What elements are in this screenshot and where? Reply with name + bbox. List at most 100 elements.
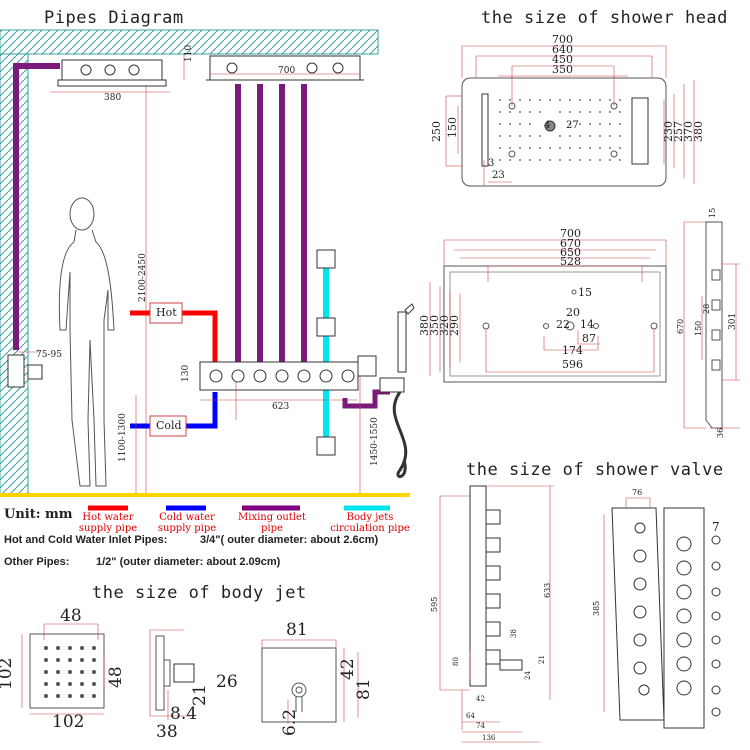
legend-cold: Cold water supply pipe <box>152 512 222 534</box>
dim-head-250: 250 <box>430 121 443 142</box>
cold-box <box>149 415 187 437</box>
dim-jet-26: 26 <box>216 672 238 692</box>
shower-valve-side <box>439 485 554 743</box>
valve-panel <box>199 361 359 391</box>
other-value: 1/2" (outer diameter: about 2.09cm) <box>96 556 281 568</box>
dim-head-700: 700 <box>552 33 573 46</box>
dim-valve-38: 38 <box>510 629 518 638</box>
legend-hot-l2: supply pipe <box>78 523 138 534</box>
cold-label: Cold <box>156 419 182 432</box>
unit-label: Unit: mm <box>4 507 73 522</box>
dim-jet-81-top: 81 <box>286 620 308 640</box>
hot-box <box>149 302 183 324</box>
dim-head-23: 23 <box>492 170 505 181</box>
dim-valve-633: 633 <box>543 582 552 598</box>
hot-label: Hot <box>156 306 177 319</box>
dim-valve-64: 64 <box>466 712 475 720</box>
legend-hot: Hot water supply pipe <box>76 512 140 534</box>
dim-head-150: 150 <box>446 117 459 138</box>
dim-front-596: 596 <box>562 358 583 371</box>
dim-jet-38: 38 <box>156 722 178 742</box>
dim-side-36: 36 <box>716 427 725 438</box>
legend-bodyjet-l1: Body jets <box>346 512 394 523</box>
dim-front-650: 650 <box>560 246 581 259</box>
dim-2100: 2100-2450 <box>138 253 148 302</box>
dim-front-700: 700 <box>560 227 581 240</box>
dim-front-290: 290 <box>448 315 461 336</box>
body-jet-back <box>261 639 359 724</box>
dim-front-14: 14 <box>580 318 594 331</box>
dim-head-4: 4 <box>544 120 551 131</box>
shower-head-top <box>445 45 695 187</box>
dim-jet-102-left: 102 <box>0 657 16 690</box>
dim-623: 623 <box>272 402 290 412</box>
dim-valve-385: 385 <box>592 600 601 616</box>
dim-head-3: 3 <box>488 158 495 169</box>
dim-700: 700 <box>278 66 296 76</box>
title-pipes-diagram: Pipes Diagram <box>44 8 184 28</box>
shower-head-front <box>429 239 667 383</box>
dim-front-20: 20 <box>566 306 580 319</box>
human-figure <box>58 197 115 487</box>
title-body-jet: the size of body jet <box>92 583 307 603</box>
legend-bodyjet-l2: circulation pipe <box>330 523 410 534</box>
dim-valve-21: 21 <box>538 655 546 664</box>
legend-cold-l1: Cold water <box>159 512 215 523</box>
dim-valve-76: 76 <box>632 488 643 497</box>
dim-jet-48-right: 48 <box>106 666 126 688</box>
pipes-diagram <box>0 29 415 495</box>
legend-hot-l1: Hot water <box>82 512 134 523</box>
dim-side-15: 15 <box>708 207 717 218</box>
dim-75: 75-95 <box>36 350 62 360</box>
dim-head-350: 350 <box>552 63 573 76</box>
dim-jet-48-top: 48 <box>60 606 82 626</box>
dim-jet-21: 21 <box>190 684 210 706</box>
dim-side-28: 28 <box>702 303 711 314</box>
dim-valve-74: 74 <box>476 722 485 730</box>
dim-front-174: 174 <box>562 344 583 357</box>
inlet-label: Hot and Cold Water Inlet Pipes: <box>4 534 168 546</box>
dim-side-301: 301 <box>728 312 738 330</box>
legend-mixing-l2: pipe <box>261 523 283 534</box>
title-shower-valve: the size of shower valve <box>466 460 724 480</box>
dim-130: 130 <box>181 364 191 382</box>
dim-jet-8-4: 8.4 <box>170 704 198 724</box>
mixing-pipe-left <box>13 63 60 350</box>
inlet-value: 3/4"( outer diameter: about 2.6cm) <box>200 534 379 546</box>
dim-1100: 1100-1300 <box>118 413 128 462</box>
dim-valve-136: 136 <box>482 734 496 742</box>
dim-jet-102-bottom: 102 <box>52 712 85 732</box>
dim-front-22: 22 <box>556 318 570 331</box>
dim-side-150: 150 <box>694 320 703 336</box>
dim-valve-595: 595 <box>430 596 439 612</box>
title-shower-head: the size of shower head <box>481 8 728 28</box>
dim-jet-6-2: 6.2 <box>280 708 300 736</box>
body-jet-side <box>149 629 195 720</box>
body-jet-front <box>21 623 105 715</box>
legend-bodyjet: Body jets circulation pipe <box>322 512 418 534</box>
shower-valve-front <box>603 497 721 729</box>
dim-valve-7: 7 <box>712 520 720 534</box>
dim-1450: 1450-1550 <box>370 417 380 466</box>
dim-380: 380 <box>104 93 122 103</box>
shower-head-side <box>683 221 740 429</box>
dim-side-670: 670 <box>676 318 685 334</box>
dim-jet-81-right: 81 <box>354 678 374 700</box>
legend-mixing-l1: Mixing outlet <box>238 512 306 523</box>
dim-head-380: 380 <box>692 121 705 142</box>
hand-shower <box>379 303 415 479</box>
legend-mixing: Mixing outlet pipe <box>232 512 312 534</box>
dim-front-528: 528 <box>560 255 581 268</box>
dim-head-450: 450 <box>552 53 573 66</box>
dim-front-87: 87 <box>582 332 596 345</box>
dim-jet-42: 42 <box>338 658 358 680</box>
dim-valve-42: 42 <box>476 695 485 703</box>
dim-110: 110 <box>184 44 194 62</box>
ceiling <box>0 29 379 55</box>
dim-valve-80: 80 <box>452 657 460 666</box>
dim-head-640: 640 <box>552 43 573 56</box>
ceiling-head-right <box>209 55 361 81</box>
dim-front-15: 15 <box>578 286 592 299</box>
dim-valve-24: 24 <box>524 671 532 680</box>
